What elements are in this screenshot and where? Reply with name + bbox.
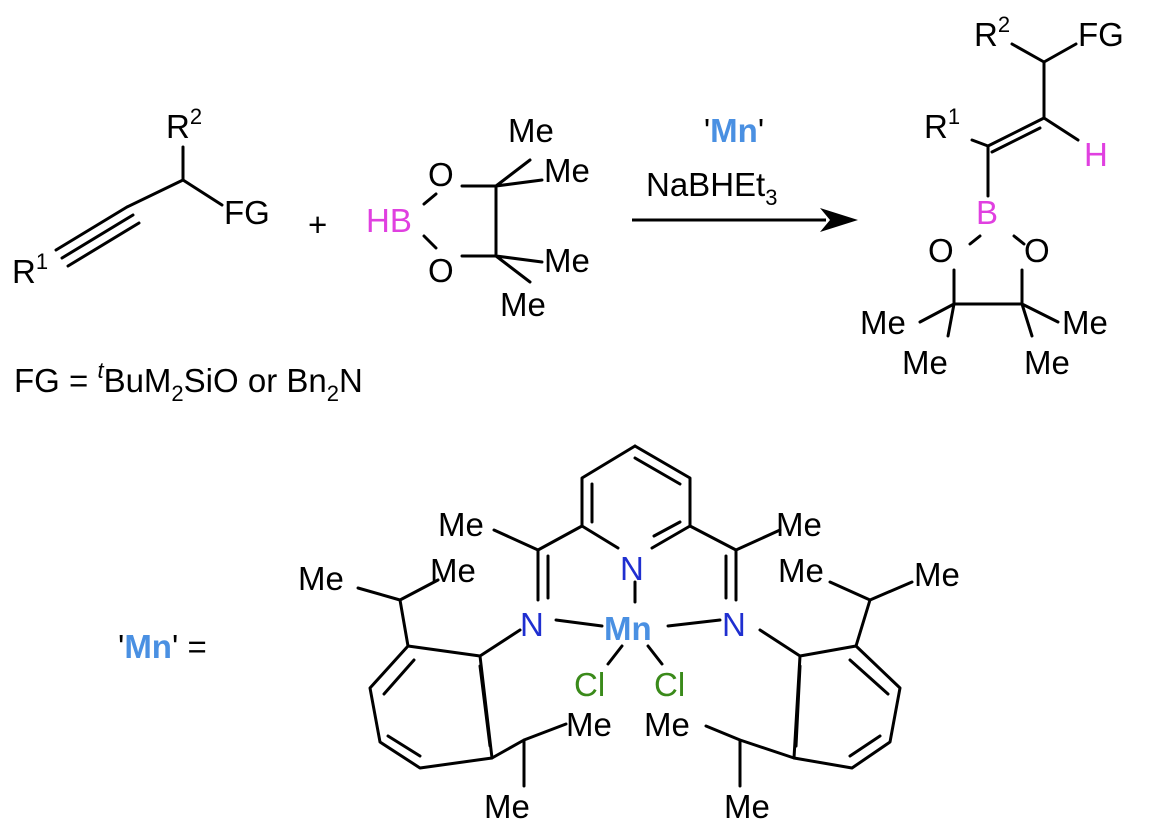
product-r2-label: R2 (974, 12, 1010, 53)
product-h-label: H (1084, 136, 1108, 173)
mn-coordination-bonds (554, 580, 722, 666)
me-label: Me (438, 506, 484, 543)
hb-label: HB (366, 202, 412, 239)
right-n-label: N (722, 606, 746, 643)
me-label: Me (544, 152, 590, 189)
product-r1-label: R1 (924, 104, 960, 145)
mn-center-label: Mn (604, 610, 652, 647)
imine-arms (492, 524, 782, 602)
me-label: Me (902, 344, 948, 381)
left-aryl-ring (368, 628, 522, 770)
me-label: Me (1024, 344, 1070, 381)
me-label: Me (544, 242, 590, 279)
product-o-right-label: O (1024, 232, 1050, 269)
mn-pdi-complex: N N N Mn Cl Cl Me Me Me Me Me Me Me Me M… (298, 444, 960, 825)
alkyne-reactant: R1 R2 FG (12, 104, 270, 290)
vinylboronate-product: R2 FG R1 H B O O Me Me Me Me (860, 12, 1124, 381)
right-aryl-ring (758, 628, 902, 770)
me-label: Me (500, 286, 546, 323)
catalyst-label: 'Mn' (704, 112, 764, 149)
product-bonds (918, 42, 1080, 338)
cl-left-label: Cl (574, 666, 605, 703)
me-label: Me (484, 788, 530, 825)
pyridine-n-label: N (620, 550, 644, 587)
plus-sign: + (308, 206, 327, 243)
product-o-left-label: O (928, 232, 954, 269)
product-b-label: B (976, 194, 998, 231)
me-label: Me (860, 304, 906, 341)
arrow-head (820, 208, 858, 232)
o-top-label: O (428, 156, 454, 193)
left-n-label: N (520, 606, 544, 643)
me-label: Me (508, 112, 554, 149)
left-isopropyl-bonds (356, 578, 568, 788)
me-label: Me (298, 560, 344, 597)
me-label: Me (724, 788, 770, 825)
cl-right-label: Cl (654, 666, 685, 703)
product-fg-label: FG (1078, 16, 1124, 53)
alkyne-bonds (54, 145, 224, 268)
r2-label: R2 (166, 104, 202, 145)
fg-definition: FG = tBuM2SiO or Bn2N (14, 358, 363, 406)
pinacolborane-bonds (422, 158, 544, 284)
me-label: Me (430, 552, 476, 589)
reagent-label: NaBHEt3 (646, 166, 777, 210)
o-bottom-label: O (428, 252, 454, 289)
fg-label: FG (224, 194, 270, 231)
pyridine-ring (580, 444, 692, 550)
r1-label: R1 (12, 249, 48, 290)
pinacolborane: HB O O Me Me Me Me (366, 112, 590, 323)
me-label: Me (566, 706, 612, 743)
catalyst-definition-label: 'Mn' = (118, 628, 207, 665)
me-label: Me (644, 706, 690, 743)
reaction-arrow: 'Mn' NaBHEt3 (632, 112, 858, 232)
me-label: Me (778, 552, 824, 589)
me-label: Me (1062, 304, 1108, 341)
right-isopropyl-bonds (704, 580, 914, 788)
me-label: Me (914, 556, 960, 593)
me-label: Me (776, 506, 822, 543)
